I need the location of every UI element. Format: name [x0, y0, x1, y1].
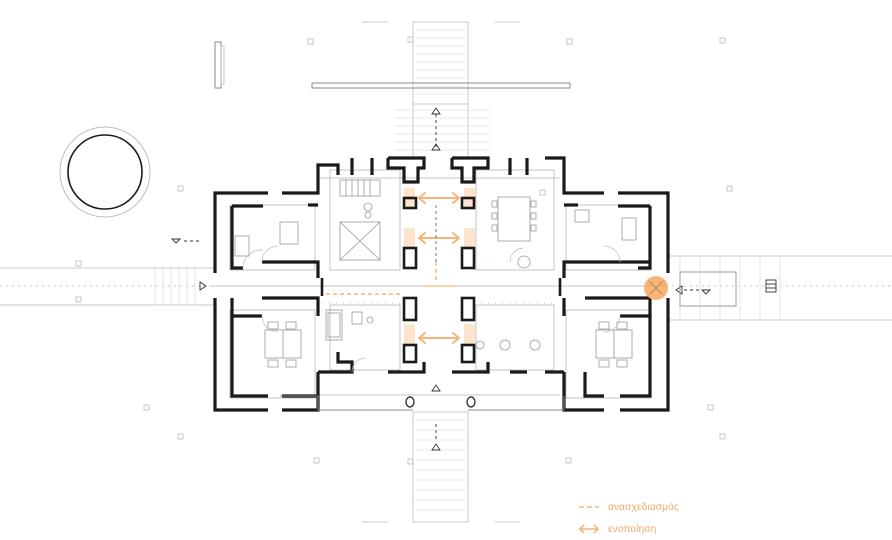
legend: ανασχεδιασμός ενοποίηση: [578, 496, 878, 540]
legend-item-unification: ενοποίηση: [578, 518, 878, 540]
legend-item-redesign: ανασχεδιασμός: [578, 496, 878, 518]
double-arrow-icon: [578, 524, 600, 534]
site-context: [0, 21, 892, 523]
unification-arrows: [418, 192, 460, 344]
corridor-benches: [322, 269, 556, 304]
canopy-bar: [311, 82, 571, 89]
site-markers: [75, 36, 733, 465]
door-swings: [242, 245, 621, 373]
highlighted-entrance: [644, 276, 668, 300]
bench: [214, 41, 222, 89]
furniture: [234, 179, 637, 368]
stair-hatching: [154, 29, 781, 511]
building-walls: [213, 156, 670, 412]
legend-label: ενοποίηση: [608, 523, 657, 535]
redesign-lines: [326, 262, 437, 295]
entrance-arrows: [170, 107, 777, 451]
dashed-line-icon: [579, 506, 599, 508]
porch-columns: [405, 396, 476, 408]
right-landing: [679, 271, 737, 307]
legend-label: ανασχεδιασμός: [608, 501, 679, 513]
round-fountain: [59, 126, 151, 218]
porch-outline: [280, 395, 565, 411]
